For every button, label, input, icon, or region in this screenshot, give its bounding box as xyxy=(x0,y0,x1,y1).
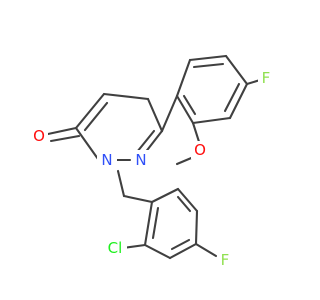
atom-o-methoxy: O xyxy=(194,141,206,159)
bond-f-top xyxy=(245,78,262,86)
bond-ar2-1 xyxy=(150,187,180,204)
bond-n-c2 xyxy=(74,126,100,161)
bond-ar2-3 xyxy=(194,209,199,246)
bond-c5-c6 xyxy=(146,97,164,133)
bond-ar1-3 xyxy=(224,54,249,86)
bond-ar1-6-inner xyxy=(182,94,197,116)
bond-ar2-4 xyxy=(168,242,198,260)
bond-ar2-4-inner xyxy=(170,238,191,251)
bond-ch2-ar2 xyxy=(122,194,154,204)
bond-ar1-1 xyxy=(175,58,192,98)
bond-c3-c4 xyxy=(74,92,106,130)
bond-ar1-4 xyxy=(228,82,249,120)
bond-ar2-5 xyxy=(143,243,172,260)
bond-ar1-2-inner xyxy=(192,62,225,69)
atom-n1: N xyxy=(101,151,112,169)
bond-ar2-2 xyxy=(176,187,199,213)
bond-ar2-6 xyxy=(143,200,154,247)
bond-c4-c5 xyxy=(102,92,150,101)
bond-c6-n-inner xyxy=(135,129,156,154)
atom-f-top: F xyxy=(262,69,271,87)
bond-ar1-6 xyxy=(175,94,195,125)
bond-ar2-2-inner xyxy=(176,195,192,213)
bond-c3-c4-inner xyxy=(83,101,109,132)
bond-ar2-6-inner xyxy=(151,206,160,240)
bond-ar1-2 xyxy=(188,54,228,62)
bond-ar1-4-inner xyxy=(223,82,241,113)
bond-ar1-5 xyxy=(191,116,232,125)
bond-carbonyl xyxy=(46,126,78,136)
bond-linker-top xyxy=(160,94,179,133)
molecule-canvas: O N N F O Cl F xyxy=(33,54,271,269)
bond-n-ch2 xyxy=(116,169,126,198)
atom-f-bottom: F xyxy=(221,251,230,269)
bond-carbonyl-second xyxy=(49,134,81,143)
atom-n2: N xyxy=(135,151,146,169)
atom-o-carbonyl: O xyxy=(33,127,45,145)
atom-cl: Cl xyxy=(108,239,123,257)
bond-f-bottom xyxy=(194,242,218,258)
structure-diagram: O N N F O Cl F xyxy=(33,54,271,269)
